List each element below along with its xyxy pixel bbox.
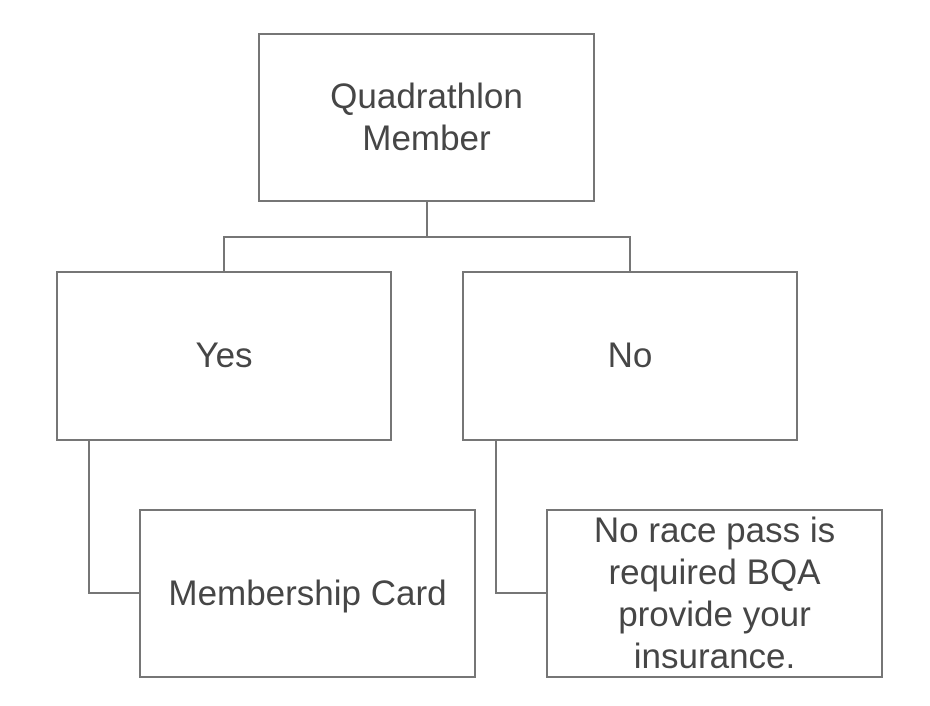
node-insurance-note: No race pass is required BQA provide you… xyxy=(546,509,883,678)
node-no: No xyxy=(462,271,798,441)
node-yes: Yes xyxy=(56,271,392,441)
node-no-label: No xyxy=(607,336,653,375)
node-quadrathlon-member: Quadrathlon Member xyxy=(258,33,595,202)
node-yes-label: Yes xyxy=(195,336,253,375)
connector-branch-yes-drop xyxy=(223,236,225,271)
connector-yes-to-card xyxy=(88,592,139,594)
connector-branch-no-drop xyxy=(629,236,631,271)
connector-branch-bar xyxy=(223,236,631,238)
connector-root-stem xyxy=(426,202,428,238)
connector-no-stem xyxy=(495,441,497,594)
connector-no-to-insurance xyxy=(495,592,546,594)
node-membership-card-label: Membership Card xyxy=(168,573,447,613)
node-insurance-note-label: No race pass is required BQA provide you… xyxy=(593,510,836,676)
connector-yes-stem xyxy=(88,441,90,594)
node-quadrathlon-member-label: Quadrathlon Member xyxy=(330,76,523,158)
node-membership-card: Membership Card xyxy=(139,509,476,678)
